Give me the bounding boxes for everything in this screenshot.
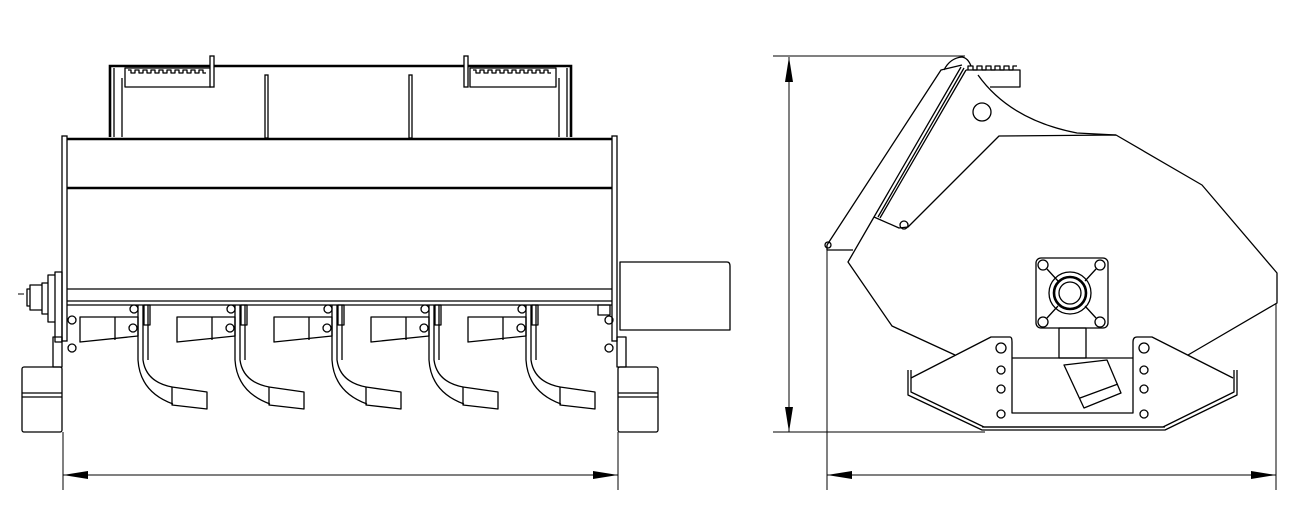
mounting-hole: [1138, 342, 1150, 354]
hinge-hole: [972, 102, 992, 122]
pin: [463, 55, 469, 88]
height-dimension: [773, 55, 985, 433]
mounting-hole: [1139, 409, 1149, 419]
mounting-hole: [1139, 365, 1149, 375]
side-view: [773, 55, 1278, 490]
tine: [176, 304, 305, 410]
tine-group: [79, 304, 596, 410]
left-side-plate: [61, 135, 68, 342]
mounting-hole: [1139, 384, 1149, 394]
tine: [79, 304, 208, 410]
tine: [467, 304, 596, 410]
mounting-hole: [995, 342, 1007, 354]
left-gearbox: [18, 271, 77, 368]
depth-dimension: [826, 250, 1277, 490]
right-skid: [617, 366, 659, 433]
tine: [273, 304, 402, 410]
hole-group: [995, 342, 1150, 419]
hood-arm: [824, 56, 972, 251]
mounting-hole: [996, 384, 1006, 394]
housing-body: [847, 74, 1278, 356]
bearing-flange: [1035, 257, 1122, 409]
upper-frame: [108, 55, 573, 139]
width-dimension: [62, 432, 619, 490]
rotor-housing: [61, 135, 618, 342]
tine: [370, 304, 499, 410]
top-rack: [966, 65, 1021, 88]
left-skid: [21, 366, 63, 433]
right-motor-box: [604, 261, 731, 368]
right-side-plate: [611, 135, 618, 342]
mounting-bracket: [907, 336, 1238, 431]
pin: [209, 55, 215, 88]
mounting-hole: [996, 409, 1006, 419]
mounting-hole: [996, 365, 1006, 375]
front-view: [18, 55, 731, 490]
